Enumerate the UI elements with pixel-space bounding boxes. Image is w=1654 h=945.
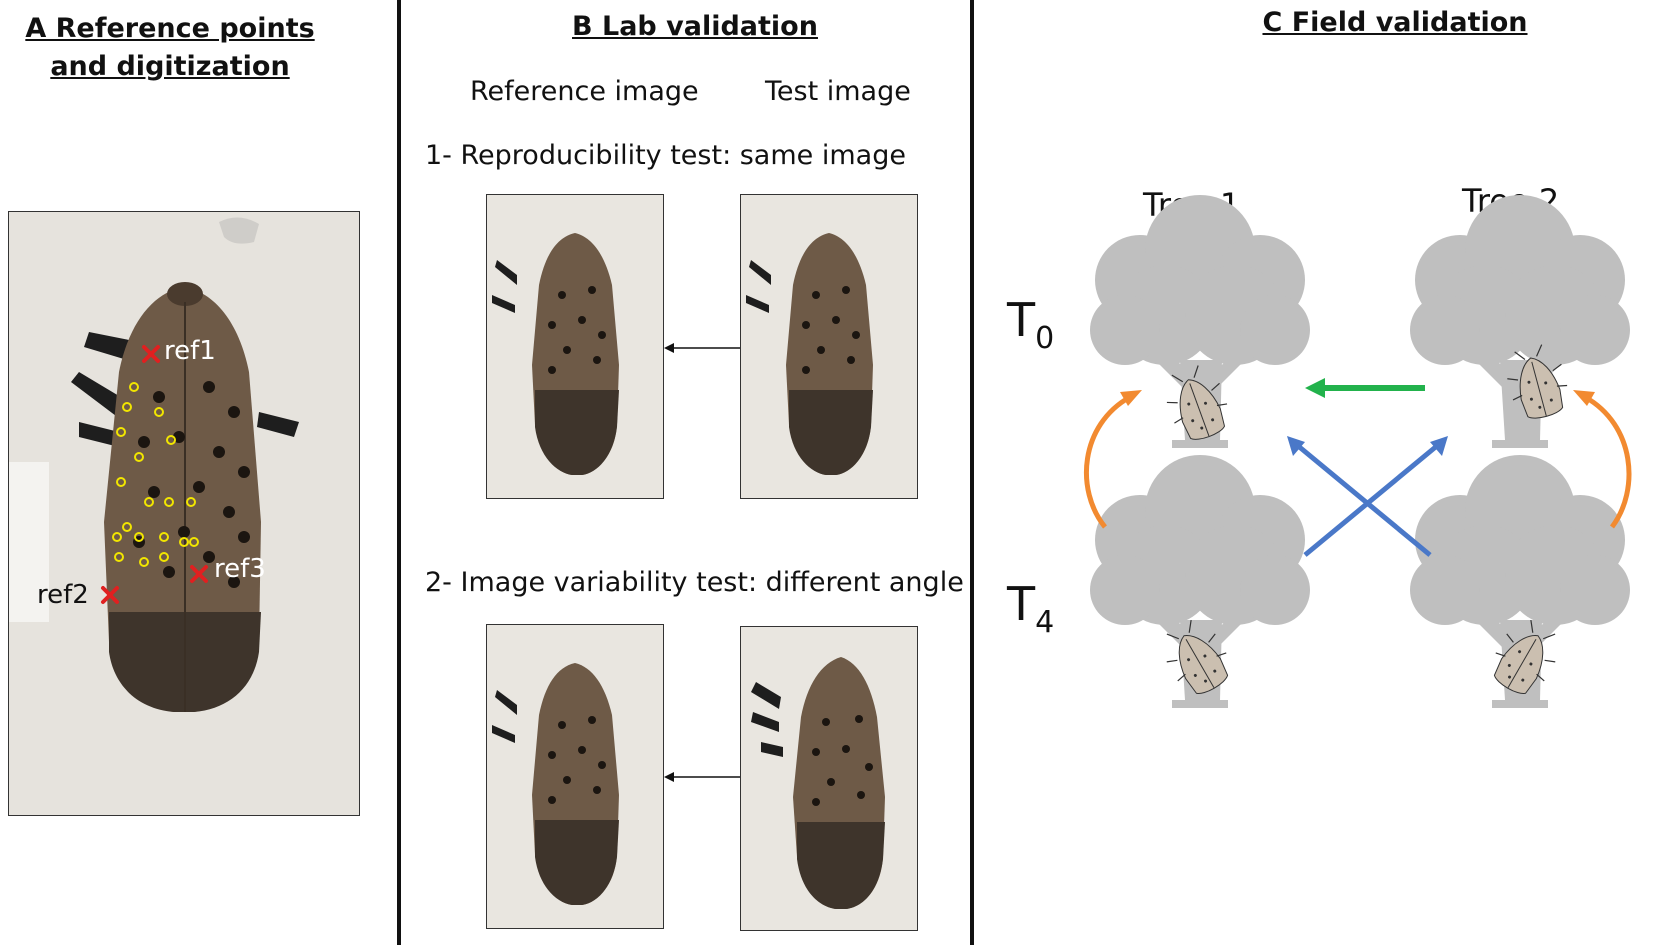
tree2-label: Tree 2	[1462, 182, 1560, 220]
panel-a-photo: ref1 ref2 ref3	[8, 211, 360, 816]
test2-test-image	[740, 626, 918, 931]
t4-main: T	[1007, 577, 1036, 631]
tree1-label: Tree 1	[1143, 186, 1241, 224]
test1-label: 1- Reproducibility test: same image	[425, 140, 906, 171]
panel-a-title-line1: A Reference points	[25, 13, 315, 44]
t0-sub: 0	[1035, 321, 1055, 356]
t0-main: T	[1007, 293, 1036, 347]
panel-b-title: B Lab validation	[572, 11, 818, 42]
divider-left	[397, 0, 401, 945]
divider-right	[970, 0, 974, 945]
time-t4-label: T4	[1007, 577, 1054, 640]
ref1-label: ref1	[164, 336, 216, 366]
test2-label: 2- Image variability test: different ang…	[425, 567, 964, 598]
panel-a-title: A Reference points and digitization	[20, 10, 320, 86]
test2-reference-image	[486, 624, 664, 929]
ref2-label: ref2	[37, 580, 89, 610]
panel-a-title-line2: and digitization	[50, 51, 290, 82]
t4-sub: 4	[1035, 605, 1055, 640]
ref3-label: ref3	[214, 554, 266, 584]
panel-c-title: C Field validation	[1262, 7, 1528, 38]
time-t0-label: T0	[1007, 293, 1054, 356]
column-reference-label: Reference image	[470, 76, 699, 107]
column-test-label: Test image	[765, 76, 911, 107]
test1-reference-image	[486, 194, 664, 499]
test1-test-image	[740, 194, 918, 499]
